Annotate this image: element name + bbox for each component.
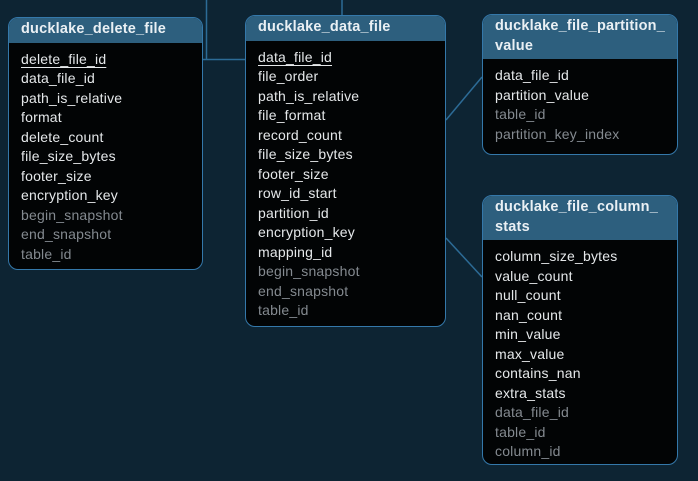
- field-max_value: max_value: [495, 345, 565, 362]
- field-value_count: value_count: [495, 267, 573, 284]
- field-encryption_key: encryption_key: [21, 187, 118, 203]
- field-file_size_bytes: file_size_bytes: [258, 146, 353, 162]
- field-contains_nan: contains_nan: [495, 365, 581, 381]
- field-extra_stats: extra_stats: [495, 384, 566, 401]
- field-list: data_file_id file_order path_is_relative…: [246, 41, 445, 327]
- field-footer_size: footer_size: [21, 167, 92, 184]
- table-title-line: ducklake_delete_file: [21, 21, 167, 37]
- field-list: delete_file_id data_file_id path_is_rela…: [9, 43, 202, 270]
- table-title-line: ducklake_file_partition_: [495, 18, 665, 34]
- field-list: column_size_bytes value_count null_count…: [483, 240, 677, 464]
- field-min_value: min_value: [495, 326, 561, 342]
- field-encryption_key: encryption_key: [258, 224, 355, 240]
- field-row_id_start: row_id_start: [258, 185, 337, 201]
- table-ducklake_delete_file[interactable]: ducklake_delete_file delete_file_id data…: [8, 17, 203, 270]
- field-nan_count: nan_count: [495, 306, 563, 323]
- field-data_file_id: data_file_id: [495, 67, 570, 83]
- field-end_snapshot: end_snapshot: [21, 226, 112, 242]
- table-title: ducklake_file_partition_ value: [483, 15, 677, 59]
- connector-data-file-to-partition-value: [445, 76, 483, 121]
- field-partition_key_index: partition_key_index: [495, 125, 620, 142]
- table-title: ducklake_data_file: [246, 16, 445, 41]
- field-record_count: record_count: [258, 126, 343, 143]
- field-table_id: table_id: [495, 106, 546, 122]
- field-table_id: table_id: [258, 302, 309, 318]
- table-title: ducklake_delete_file: [9, 18, 202, 43]
- field-delete_file_id: delete_file_id: [21, 50, 107, 67]
- field-column_id: column_id: [495, 443, 561, 459]
- field-file_format: file_format: [258, 107, 326, 123]
- field-delete_count: delete_count: [21, 128, 104, 145]
- field-table_id: table_id: [495, 423, 546, 440]
- field-end_snapshot: end_snapshot: [258, 282, 349, 299]
- field-file_order: file_order: [258, 68, 319, 84]
- field-data_file_id: data_file_id: [258, 48, 333, 65]
- table-title-line: value: [495, 37, 534, 54]
- field-list: data_file_id partition_value table_id pa…: [483, 59, 677, 150]
- field-path_is_relative: path_is_relative: [258, 87, 360, 104]
- field-path_is_relative: path_is_relative: [21, 89, 123, 106]
- field-file_size_bytes: file_size_bytes: [21, 148, 116, 164]
- field-data_file_id: data_file_id: [21, 70, 96, 86]
- field-partition_id: partition_id: [258, 204, 329, 221]
- field-mapping_id: mapping_id: [258, 243, 333, 260]
- table-ducklake_file_partition_value[interactable]: ducklake_file_partition_ value data_file…: [482, 14, 678, 155]
- field-partition_value: partition_value: [495, 86, 590, 103]
- field-begin_snapshot: begin_snapshot: [21, 206, 123, 223]
- table-title: ducklake_file_column_ stats: [483, 196, 677, 240]
- connector-data-file-to-column-stats: [445, 237, 483, 278]
- field-table_id: table_id: [21, 245, 72, 262]
- table-ducklake_data_file[interactable]: ducklake_data_file data_file_id file_ord…: [245, 15, 446, 327]
- field-begin_snapshot: begin_snapshot: [258, 263, 360, 279]
- field-footer_size: footer_size: [258, 165, 329, 182]
- field-format: format: [21, 109, 62, 125]
- table-title-line: ducklake_file_column_: [495, 199, 658, 215]
- field-column_size_bytes: column_size_bytes: [495, 248, 618, 264]
- table-title-line: ducklake_data_file: [258, 19, 391, 35]
- table-title-line: stats: [495, 218, 530, 235]
- table-ducklake_file_column_stats[interactable]: ducklake_file_column_ stats column_size_…: [482, 195, 678, 465]
- field-null_count: null_count: [495, 287, 561, 303]
- field-data_file_id: data_file_id: [495, 404, 570, 420]
